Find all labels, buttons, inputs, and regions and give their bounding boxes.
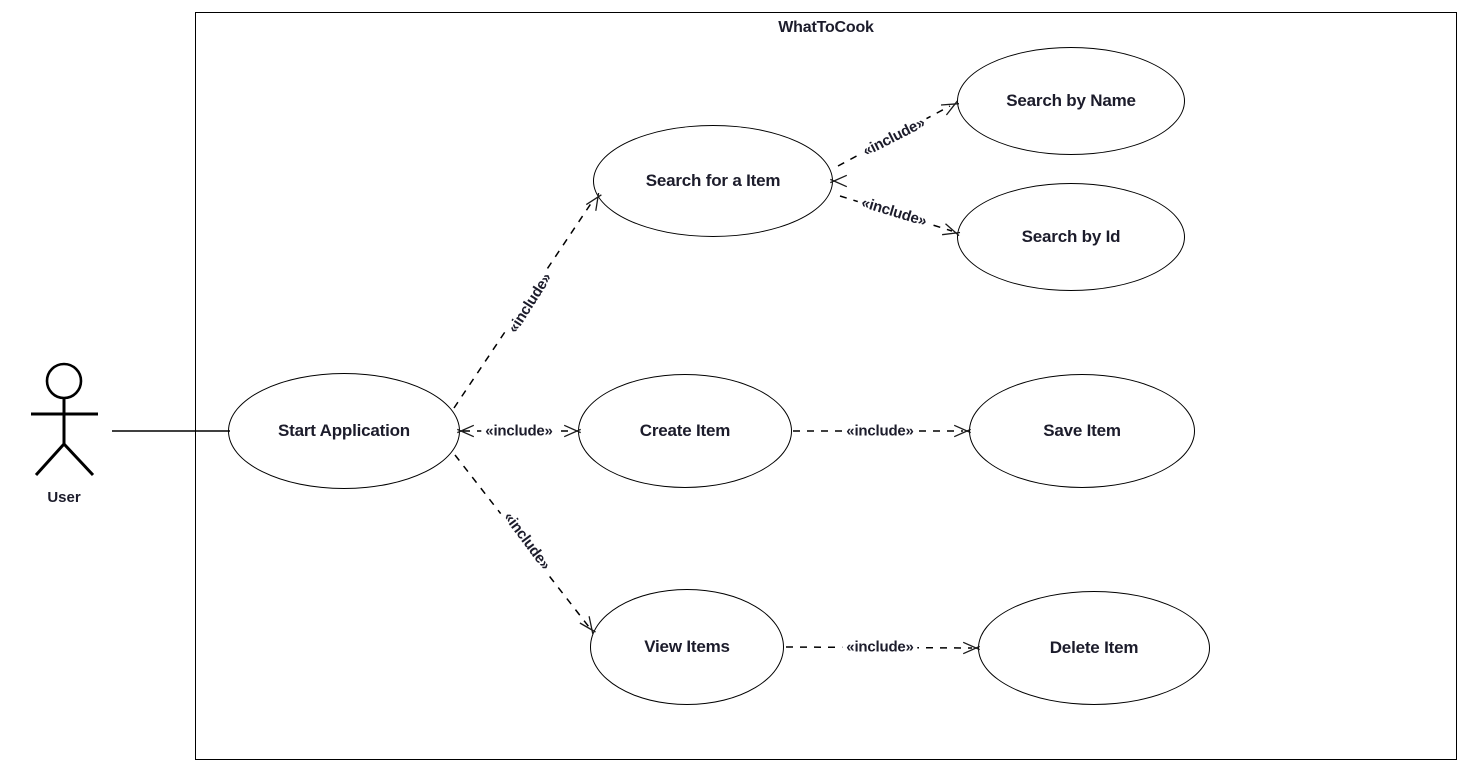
actor-name: User — [47, 489, 81, 506]
use-case-create-item: Create Item — [578, 374, 792, 488]
use-case-label: Save Item — [1043, 421, 1121, 440]
system-boundary-box — [195, 12, 1457, 760]
use-case-label: Delete Item — [1049, 638, 1139, 657]
include-label-start-create: «include» — [481, 422, 557, 440]
use-case-search-for-a-item: Search for a Item — [593, 125, 833, 237]
use-case-search-by-name: Search by Name — [957, 47, 1185, 155]
use-case-start-application: Start Application — [228, 373, 460, 489]
system-title: WhatToCook — [778, 19, 874, 36]
include-label-view-delete: «include» — [842, 638, 918, 656]
use-case-label: View Items — [644, 637, 730, 656]
use-case-delete-item: Delete Item — [978, 591, 1210, 705]
use-case-search-by-id: Search by Id — [957, 183, 1185, 291]
use-case-label: Start Application — [278, 421, 410, 440]
actor-icon — [31, 362, 98, 477]
use-case-label: Create Item — [639, 421, 731, 440]
use-case-save-item: Save Item — [969, 374, 1195, 488]
use-case-label: Search for a Item — [645, 171, 781, 190]
use-case-view-items: View Items — [590, 589, 784, 705]
use-case-label: Search by Id — [1021, 227, 1121, 246]
use-case-label: Search by Name — [1006, 91, 1136, 110]
include-label-create-save: «include» — [842, 422, 918, 440]
